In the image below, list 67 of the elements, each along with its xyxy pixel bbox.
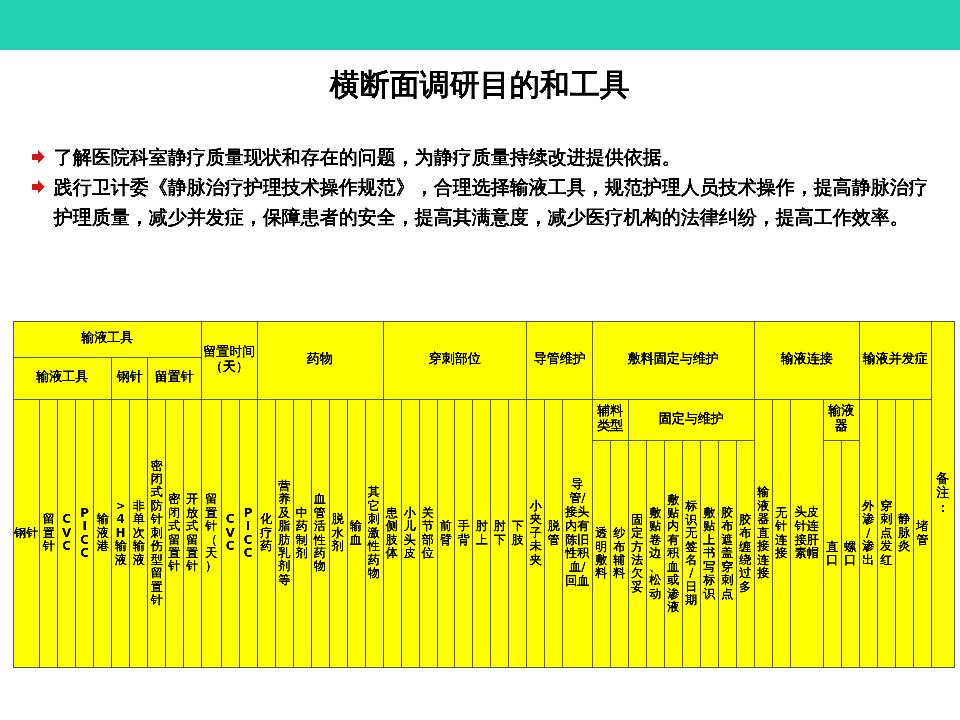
column-header: 导管/接头内有陈旧性积血/回血 bbox=[563, 400, 592, 667]
column-header: 输液器直接连接 bbox=[754, 400, 772, 667]
column-group-header: 留置时间（天） bbox=[202, 322, 257, 399]
column-group-header: 留置针 bbox=[148, 358, 202, 399]
column-header: 下肢 bbox=[509, 400, 526, 667]
column-header: PICC bbox=[240, 400, 257, 667]
column-header: 螺口 bbox=[842, 441, 860, 667]
column-header: CVC bbox=[58, 400, 76, 667]
column-header: 输液港 bbox=[94, 400, 112, 667]
column-header: 胶布遮盖穿刺点 bbox=[718, 441, 736, 667]
column-header: 手背 bbox=[455, 400, 472, 667]
column-header: 敷贴内有积血或渗液 bbox=[665, 441, 682, 667]
column-header: CVC bbox=[222, 400, 239, 667]
column-header: >4H输液 bbox=[112, 400, 130, 667]
column-header: 关节部位 bbox=[420, 400, 437, 667]
column-header: 胶布缠绕过多 bbox=[736, 441, 754, 667]
column-header: 钢针 bbox=[14, 400, 40, 667]
column-header: 固定方法欠妥 bbox=[629, 441, 646, 667]
bullet-text: 了解医院科室静疗质量现状和存在的问题，为静疗质量持续改进提供依据。 bbox=[54, 146, 681, 171]
column-header: 密闭式防针刺伤型留置针 bbox=[148, 400, 166, 667]
column-group-header: 钢针 bbox=[112, 358, 148, 399]
column-header: 敷贴卷边、松动 bbox=[647, 441, 664, 667]
column-group-header: 输液工具 bbox=[14, 358, 112, 399]
column-header: 非单次输液 bbox=[130, 400, 148, 667]
column-group-header: 穿刺部位 bbox=[384, 322, 526, 399]
column-header: 静脉炎 bbox=[896, 400, 913, 667]
slide-title: 横断面调研目的和工具 bbox=[328, 67, 631, 105]
column-header: 营养及脂肪乳剂等 bbox=[276, 400, 293, 667]
column-header: 开放式留置针 bbox=[184, 400, 202, 667]
column-header: 脱管 bbox=[545, 400, 562, 667]
column-group-header: 输液器 bbox=[824, 400, 860, 440]
column-group-header: 输液工具 bbox=[14, 322, 202, 357]
column-header: 留置针（天） bbox=[202, 400, 221, 667]
column-group-header: 输液并发症 bbox=[860, 322, 931, 399]
column-header: 纱布辅料 bbox=[611, 441, 628, 667]
column-header: 输血 bbox=[348, 400, 365, 667]
column-group-header: 导管维护 bbox=[527, 322, 592, 399]
column-group-header: 固定与维护 bbox=[629, 400, 754, 440]
column-group-header: 输液连接 bbox=[754, 322, 860, 399]
column-header: 其它刺激性药物 bbox=[366, 400, 383, 667]
column-header: 小夹子未夹 bbox=[527, 400, 544, 667]
column-header: 留置针 bbox=[40, 400, 58, 667]
column-header: 直口 bbox=[824, 441, 842, 667]
column-header: 透明敷料 bbox=[593, 441, 610, 667]
column-header: 肘上 bbox=[473, 400, 490, 667]
column-header: 小儿头皮 bbox=[402, 400, 419, 667]
column-header: 肘下 bbox=[491, 400, 508, 667]
column-header: 前臂 bbox=[438, 400, 454, 667]
column-group-header: 辅料类型 bbox=[593, 400, 628, 440]
column-header: 中药制剂 bbox=[294, 400, 311, 667]
column-header: 穿刺点发红 bbox=[878, 400, 895, 667]
column-group-header: 敷料固定与维护 bbox=[593, 322, 754, 399]
column-header: 患侧肢体 bbox=[384, 400, 401, 667]
column-group-header: 药物 bbox=[258, 322, 383, 399]
column-header: 敷贴上书写标识 bbox=[701, 441, 718, 667]
column-group-header: 备注： bbox=[932, 322, 954, 667]
column-header: 脱水剂 bbox=[330, 400, 347, 667]
column-header: 头皮针连接肝素帽 bbox=[790, 400, 824, 667]
column-header: 外渗/渗出 bbox=[860, 400, 878, 667]
column-header: 密闭式留置针 bbox=[166, 400, 184, 667]
column-header: 血管活性药物 bbox=[312, 400, 329, 667]
bullet-text: 践行卫计委《静脉治疗护理技术操作规范》，合理选择输液工具，规范护理人员技术操作，提高静脉治疗护理质量，减少并发症，保障患者的安全，提高其满意度，减少医疗机构的法律纠纷，提高工作效率。 bbox=[54, 176, 929, 231]
column-header: 标识无签名/日期 bbox=[683, 441, 700, 667]
column-header: 无针连接 bbox=[772, 400, 790, 667]
column-header: 堵管 bbox=[914, 400, 931, 667]
column-header: 化疗药 bbox=[258, 400, 275, 667]
column-header: PICC bbox=[76, 400, 94, 667]
